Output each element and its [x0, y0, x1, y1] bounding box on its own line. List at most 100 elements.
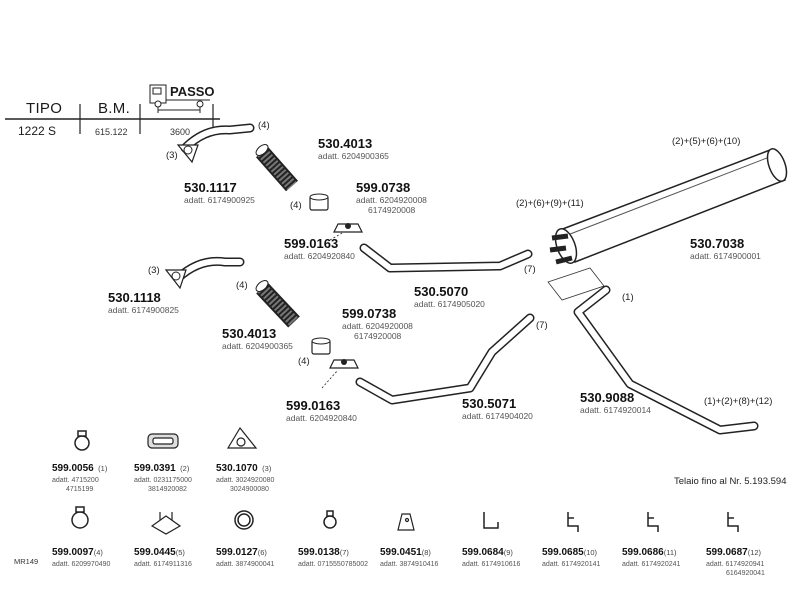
clamp-ring-icon: [71, 506, 89, 529]
legend-code: 599.0685: [542, 547, 584, 558]
legend-ref: (6): [257, 548, 267, 557]
legend-item[interactable]: 599.0451(8) adatt. 3874910416: [380, 542, 438, 569]
legend-item[interactable]: 599.0686(11) adatt. 6174920241: [622, 542, 680, 569]
callout-ref: (1)+(2)+(8)+(12): [704, 396, 773, 407]
part-code: 599.0738: [356, 180, 411, 195]
pipe-530-5070[interactable]: [359, 243, 533, 273]
part-code: 599.0163: [286, 398, 341, 413]
sleeve-upper[interactable]: [309, 193, 329, 211]
part-code: 599.0738: [342, 306, 397, 321]
part-code: 599.0163: [284, 236, 339, 251]
muffler[interactable]: [549, 146, 790, 266]
part-adatt: adatt. 6174905020: [414, 299, 485, 309]
tail-pipe-530-9088[interactable]: [573, 285, 759, 435]
legend-item[interactable]: 599.0056 (1) adatt. 4715200 4715199: [52, 458, 107, 494]
legend-ref: (5): [175, 548, 185, 557]
clamp-ring-icon: [74, 430, 90, 451]
legend-adatt: adatt. 6174920141: [542, 561, 601, 568]
tipo-value: 1222 S: [18, 124, 57, 138]
legend-ref: (9): [503, 548, 513, 557]
hanger-bracket-icon: [727, 512, 739, 532]
legend-item[interactable]: 599.0391 (2) adatt. 0231175000 381492008…: [134, 458, 192, 494]
callout-ref: (7): [524, 264, 536, 275]
callout-ref: (3): [148, 265, 160, 276]
legend-adatt: adatt. 6174911316: [134, 561, 192, 568]
part-label[interactable]: 599.0738 adatt. 6204920008 6174920008: [342, 306, 413, 341]
callout-ref: (2)+(6)+(9)+(11): [516, 198, 584, 209]
legend-ref: (10): [583, 548, 598, 557]
legend-ref: (12): [747, 548, 762, 557]
part-adatt: adatt. 6204900365: [222, 341, 293, 351]
hanger-bracket-icon: [647, 512, 659, 532]
legend-item[interactable]: 599.0127(6) adatt. 3874900041: [216, 542, 274, 569]
part-adatt: adatt. 6174900001: [690, 251, 761, 261]
part-adatt: adatt. 6174904020: [462, 411, 533, 421]
part-adatt: adatt. 6204920840: [284, 251, 355, 261]
legend-code: 599.0127: [216, 547, 258, 558]
part-adatt: adatt. 6204920840: [286, 413, 357, 423]
legend-ref: (11): [663, 548, 677, 557]
part-label[interactable]: 599.0163 adatt. 6204920840: [286, 398, 357, 423]
clamp-small-icon: [323, 510, 337, 529]
legend-adatt: adatt. 0715550785002: [298, 561, 369, 568]
part-label[interactable]: 530.1117 adatt. 6174900925: [184, 180, 255, 205]
legend-adatt: adatt. 3874900041: [216, 561, 275, 568]
part-label[interactable]: 599.0738 adatt. 6204920008 6174920008: [356, 180, 427, 215]
legend-item[interactable]: 599.0138(7) adatt. 0715550785002: [298, 542, 368, 569]
part-label[interactable]: 530.9088 adatt. 6174920014: [580, 390, 651, 415]
tipo-header: TIPO: [26, 100, 63, 117]
flex-pipe-upper[interactable]: [254, 142, 298, 192]
part-label[interactable]: 530.1118 adatt. 6174900825: [108, 290, 179, 315]
part-adatt: adatt. 6204900365: [318, 151, 389, 161]
legend-code: 599.0097: [52, 547, 94, 558]
legend-adatt-alt: 3024900080: [230, 486, 269, 493]
legend-adatt-alt: 6164920041: [726, 570, 765, 577]
legend-adatt-alt: 3814920082: [148, 486, 187, 493]
callout-ref: (4): [236, 280, 248, 291]
legend-adatt: adatt. 3874910416: [380, 561, 439, 568]
triangle-gasket-icon: [226, 426, 258, 449]
clamp-upper[interactable]: [329, 223, 363, 241]
legend-code: 599.0451: [380, 547, 422, 558]
exhaust-elbow-lower[interactable]: [164, 256, 245, 290]
legend-item[interactable]: 530.1070 (3) adatt. 3024920080 302490008…: [216, 458, 274, 494]
legend-ref: (7): [339, 548, 349, 557]
part-code: 530.4013: [222, 326, 277, 341]
legend-adatt: adatt. 6174920941: [706, 561, 765, 568]
part-label[interactable]: 599.0163 adatt. 6204920840: [284, 236, 355, 261]
part-label[interactable]: 530.7038 adatt. 6174900001: [690, 236, 761, 261]
callout-ref: (7): [536, 320, 548, 331]
legend-adatt: adatt. 6174920241: [622, 561, 681, 568]
callout-ref: (2)+(5)+(6)+(10): [672, 136, 741, 147]
flex-pipe-lower[interactable]: [254, 278, 300, 328]
legend-item[interactable]: 599.0685(10) adatt. 6174920141: [542, 542, 600, 569]
legend-adatt: adatt. 6209970490: [52, 561, 111, 568]
part-code: 530.4013: [318, 136, 373, 151]
legend-adatt: adatt. 6174910616: [462, 561, 521, 568]
part-label[interactable]: 530.4013 adatt. 6204900365: [222, 326, 293, 351]
bm-header: B.M.: [98, 100, 131, 117]
pipe-530-5071[interactable]: [355, 313, 535, 405]
passo-value: 3600: [170, 127, 191, 137]
diagram-code: MR149: [14, 557, 39, 566]
exhaust-elbow-upper[interactable]: [176, 123, 255, 164]
legend-item[interactable]: 599.0445(5) adatt. 6174911316: [134, 542, 192, 569]
legend-item[interactable]: 599.0687(12) adatt. 6174920941 616492004…: [706, 542, 765, 578]
rubber-mount-icon: [147, 433, 179, 449]
clamp-lower[interactable]: [321, 359, 359, 389]
legend-ref: (4): [93, 548, 103, 557]
passo-header: PASSO: [170, 84, 215, 99]
legend-item[interactable]: 599.0684(9) adatt. 6174910616: [462, 542, 520, 569]
callout-ref: (3): [166, 150, 178, 161]
part-label[interactable]: 530.5070 adatt. 6174905020: [414, 284, 485, 309]
legend-adatt: adatt. 0231175000: [134, 477, 192, 484]
legend-code: 599.0687: [706, 547, 748, 558]
legend-code: 599.0138: [298, 547, 340, 558]
callout-ref: (1): [622, 292, 634, 303]
part-code: 530.7038: [690, 236, 745, 251]
part-label[interactable]: 530.5071 adatt. 6174904020: [462, 396, 533, 421]
part-label[interactable]: 530.4013 adatt. 6204900365: [318, 136, 389, 161]
legend-item[interactable]: 599.0097(4) adatt. 6209970490: [52, 542, 110, 569]
legend-ref: (8): [421, 548, 431, 557]
sleeve-lower[interactable]: [311, 337, 331, 355]
